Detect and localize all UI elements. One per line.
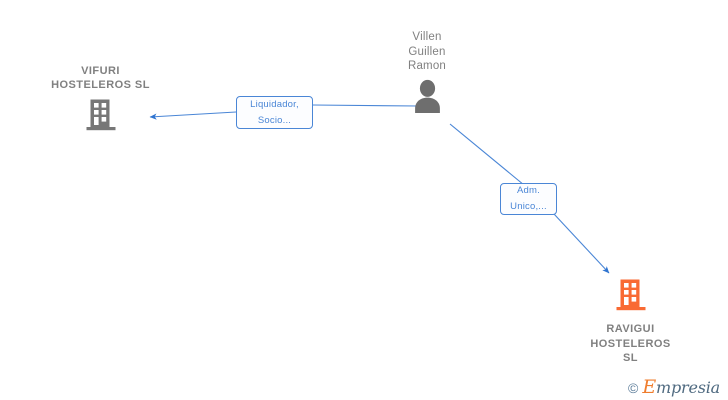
edge-villen-to-adm-chip [449, 123, 525, 186]
node-company-ravigui[interactable]: RAVIGUI HOSTELEROS SL [563, 277, 698, 365]
node-person-villen-guillen-ramon[interactable]: Villen Guillen Ramon [377, 30, 477, 121]
empresia-logo-rest: mpresia [656, 378, 720, 397]
relation-chip-liquidador-label: Liquidador, Socio... [250, 98, 299, 126]
node-label-ravigui: RAVIGUI HOSTELEROS SL [590, 323, 671, 364]
edge-adm-chip-to-ravigui [553, 213, 610, 274]
relation-chip-adm-unico[interactable]: Adm. Unico,... [500, 183, 557, 215]
node-label-villen-guillen-ramon: Villen Guillen Ramon [407, 31, 447, 73]
empresia-logo: Empresia [642, 378, 720, 397]
relation-chip-adm-unico-label: Adm. Unico,... [510, 185, 547, 212]
person-icon [411, 79, 444, 120]
relation-chip-liquidador[interactable]: Liquidador, Socio... [236, 96, 313, 129]
node-label-vifuri: VIFURI HOSTELEROS SL [51, 65, 150, 92]
node-company-vifuri[interactable]: VIFURI HOSTELEROS SL [28, 64, 173, 138]
empresia-watermark: © Empresia [628, 378, 720, 397]
building-icon [84, 97, 118, 137]
empresia-logo-initial: E [642, 376, 656, 398]
building-icon [614, 277, 648, 317]
copyright-icon: © [628, 379, 639, 396]
